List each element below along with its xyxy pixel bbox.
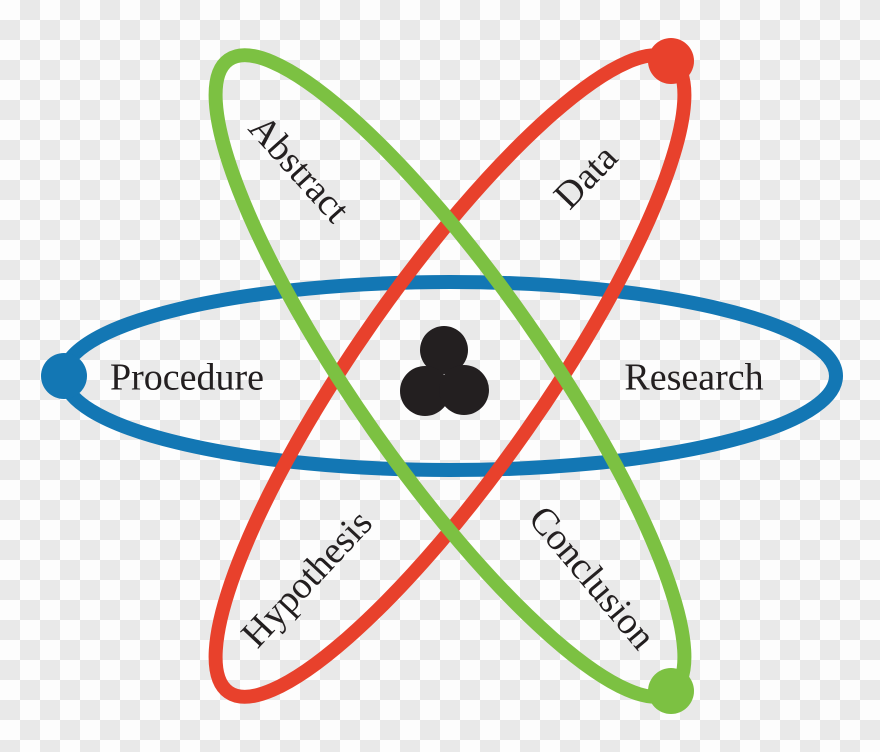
label-abstract: Abstract <box>240 107 358 231</box>
electron-dot-green <box>648 668 694 714</box>
electron-dot-blue <box>41 353 87 399</box>
label-data: Data <box>546 136 626 217</box>
nucleus-icon <box>400 326 489 416</box>
nucleus-particle-top <box>420 326 468 374</box>
nucleus-particle-right <box>439 365 489 415</box>
nucleus-particle-left <box>400 366 450 416</box>
label-procedure: Procedure <box>110 356 264 398</box>
label-research: Research <box>624 356 763 398</box>
electron-dot-red <box>648 38 694 84</box>
